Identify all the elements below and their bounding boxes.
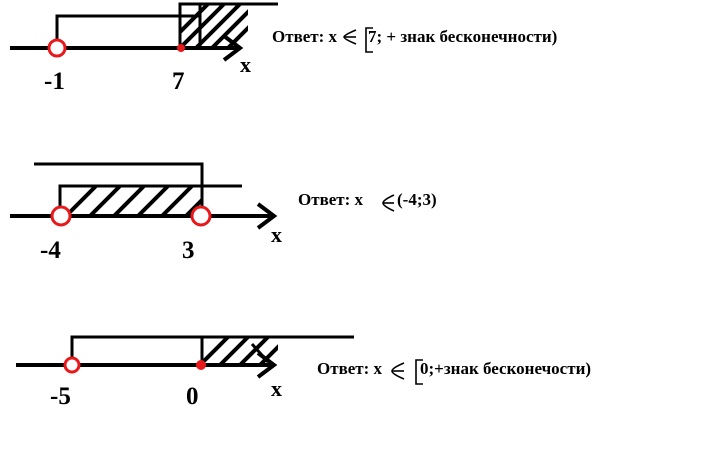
open-point-neg1 <box>47 38 67 58</box>
tick-label-0: 0 <box>186 383 199 410</box>
problem-2: -4 3 x Ответ: x (-4;3) <box>10 162 437 264</box>
element-of-icon <box>382 194 395 212</box>
tick-label-neg1: -1 <box>44 68 65 95</box>
hatched-region-2 <box>64 186 202 216</box>
square-bracket-icon <box>365 27 373 53</box>
answer-tail-3: 0;+знак бесконечости) <box>420 359 591 378</box>
answer-prefix-1: Ответ: x <box>272 27 338 46</box>
hatch-cross-3 <box>250 343 270 363</box>
interval-bracket-3 <box>70 335 354 365</box>
answer-tail-2: (-4;3) <box>397 190 437 209</box>
tick-label-neg5: -5 <box>50 383 71 410</box>
open-point-neg4 <box>50 205 72 227</box>
axis-label-x-3: x <box>271 376 282 401</box>
interval-bracket-left-1 <box>55 14 200 48</box>
hatched-region-1 <box>180 4 248 48</box>
open-point-neg5 <box>63 356 81 374</box>
axis-label-x-2: x <box>271 222 282 247</box>
problem-1: -1 7 x Ответ: x 7; + знак бесконечности) <box>10 2 557 95</box>
tick-label-neg4: -4 <box>40 237 61 264</box>
open-point-3 <box>190 205 212 227</box>
number-line-2 <box>10 202 278 230</box>
answer-prefix-2: Ответ: x <box>298 190 364 209</box>
closed-point-7 <box>177 44 185 52</box>
axis-label-x-1: x <box>240 52 251 77</box>
closed-point-0 <box>196 360 206 370</box>
hatched-region-3 <box>202 337 278 365</box>
element-of-icon <box>343 29 357 45</box>
element-of-icon <box>391 362 405 380</box>
tick-label-3: 3 <box>182 237 195 264</box>
problem-3: -5 0 x Ответ: x 0;+знак бесконечости) <box>16 335 591 410</box>
square-bracket-icon <box>415 359 423 385</box>
number-line-3 <box>16 351 278 379</box>
answer-tail-1: 7; + знак бесконечности) <box>368 27 557 46</box>
tick-label-7: 7 <box>172 68 185 95</box>
answer-prefix-3: Ответ: x <box>317 359 383 378</box>
